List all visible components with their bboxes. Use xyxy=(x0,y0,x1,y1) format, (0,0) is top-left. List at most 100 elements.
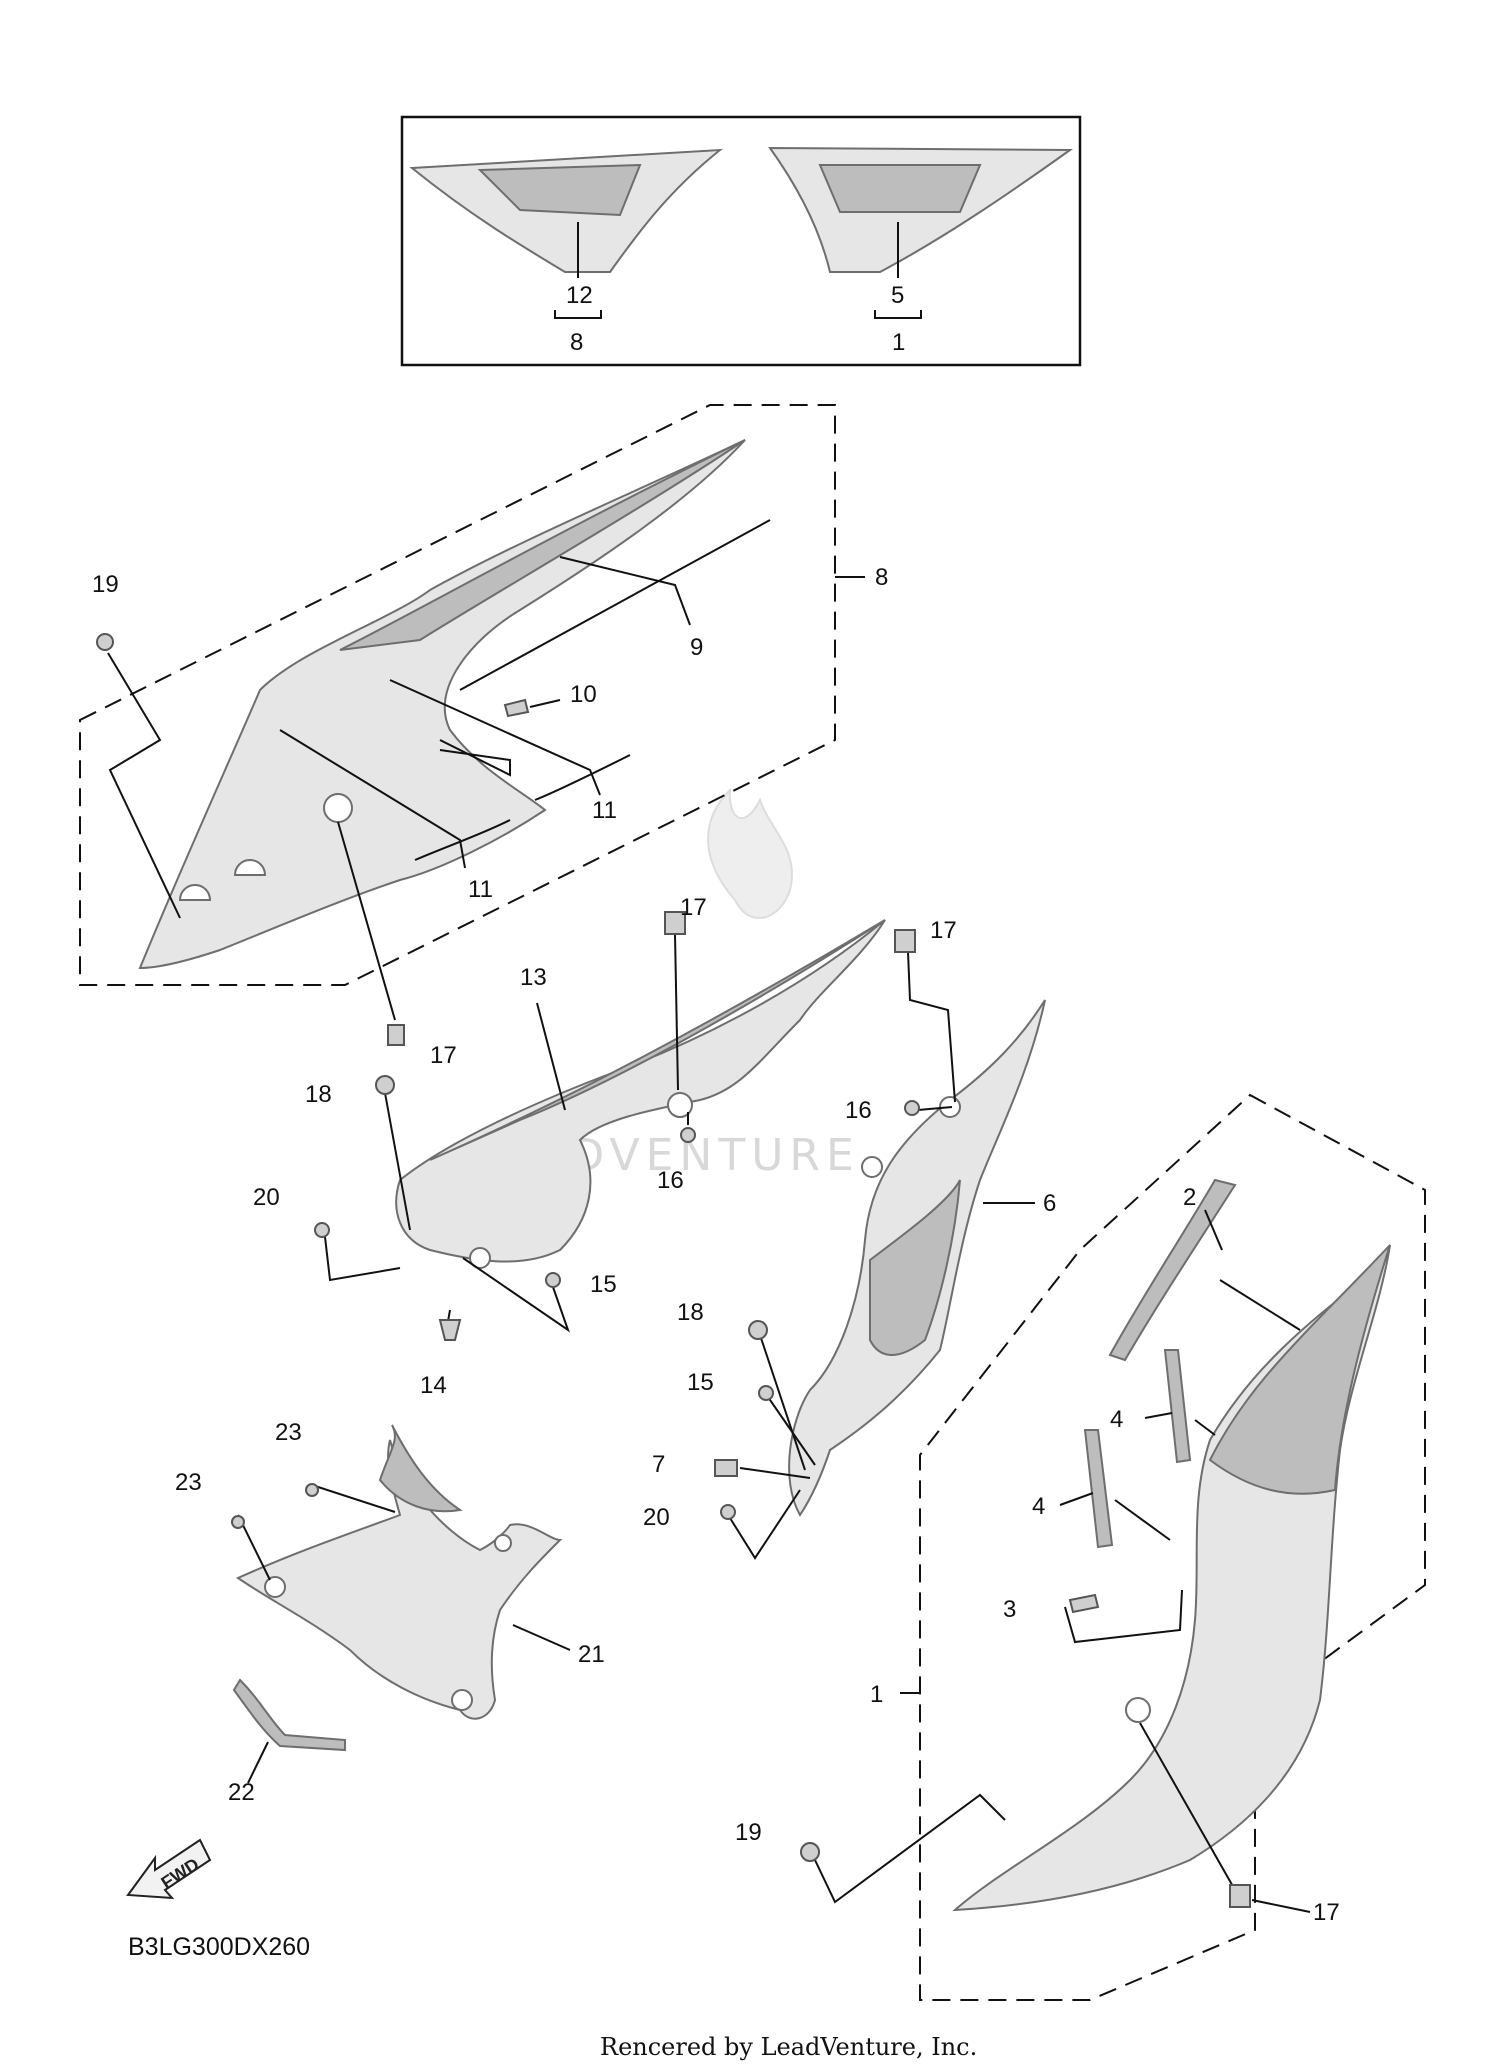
callout-15-b: 15 xyxy=(687,1369,714,1396)
inner-panel-13-hole-b xyxy=(469,1247,491,1269)
diagram-code: B3LG300DX260 xyxy=(128,1933,310,1961)
callout-23-b: 23 xyxy=(175,1469,202,1496)
callout-1-inset: 1 xyxy=(892,329,905,356)
callout-16-a: 16 xyxy=(657,1167,684,1194)
decal-right-stripe xyxy=(818,164,982,213)
callout-19-top: 19 xyxy=(92,571,119,598)
leader-20-a xyxy=(324,1236,401,1282)
callout-8-inset: 8 xyxy=(570,329,583,356)
callout-17-a: 17 xyxy=(430,1042,457,1069)
leader-18-a xyxy=(384,1092,411,1231)
under-panel-21-flap xyxy=(378,1424,463,1513)
fastener-16-b xyxy=(904,1100,920,1116)
clip-3 xyxy=(1068,1593,1100,1614)
leader-17-bottom-b xyxy=(1251,1899,1311,1913)
leader-17-c xyxy=(907,951,956,1103)
callout-16-b: 16 xyxy=(845,1097,872,1124)
leader-9 xyxy=(559,556,691,626)
leader-7 xyxy=(739,1467,811,1479)
callout-4-b: 4 xyxy=(1032,1493,1045,1520)
bracket-5-1 xyxy=(874,310,922,319)
callout-17-b: 17 xyxy=(680,894,707,921)
callout-9: 9 xyxy=(690,634,703,661)
upper-cowling-group: 19 8 9 10 11 11 17 xyxy=(79,404,888,1069)
trim-strip-2 xyxy=(1108,1178,1237,1362)
callout-18-a: 18 xyxy=(305,1081,332,1108)
leader-4a xyxy=(1144,1412,1173,1419)
trim-strip-11a xyxy=(534,754,631,801)
callout-6: 6 xyxy=(1043,1190,1056,1217)
leader-17-a xyxy=(337,821,396,1021)
callout-17-c: 17 xyxy=(930,917,957,944)
leader-2b xyxy=(1219,1279,1301,1331)
trim-strip-9 xyxy=(459,519,771,691)
leader-17-bottom xyxy=(1139,1722,1236,1891)
inset-frame xyxy=(400,115,1082,367)
fastener-20-b xyxy=(720,1504,736,1520)
leader-11a xyxy=(389,679,601,796)
fastener-16-a xyxy=(680,1127,696,1143)
decal-inset: 12 8 5 1 xyxy=(400,115,1082,367)
callout-5: 5 xyxy=(891,282,904,309)
footer-credit: Rencered by LeadVenture, Inc. xyxy=(600,2033,977,2061)
lower-cowling-shade xyxy=(1208,1244,1391,1495)
lower-cowling-hole xyxy=(1125,1697,1151,1723)
trim-strip-4a xyxy=(1163,1349,1192,1464)
callout-19-bottom: 19 xyxy=(735,1819,762,1846)
leader-20-b xyxy=(729,1489,801,1560)
leader-11b xyxy=(279,729,466,869)
leader-15-b xyxy=(767,1396,816,1466)
bracket-9 xyxy=(439,739,511,777)
clip-10 xyxy=(503,698,530,718)
leader-19-top xyxy=(107,652,181,919)
fastener-23-a xyxy=(305,1483,319,1497)
fastener-17-c xyxy=(894,929,916,953)
callout-20-a: 20 xyxy=(253,1184,280,1211)
leader-23-a xyxy=(309,1483,396,1513)
fastener-23-b xyxy=(231,1515,245,1529)
inner-panel-13-hole-a xyxy=(667,1092,693,1118)
callout-23-a: 23 xyxy=(275,1419,302,1446)
fastener-19-top xyxy=(96,633,114,651)
fastener-17-bottom xyxy=(1229,1884,1251,1908)
leader-19-bottom xyxy=(814,1793,1006,1904)
upper-cowling-trim xyxy=(339,439,746,651)
leader-13 xyxy=(536,1002,566,1111)
inner-panel-13-edge xyxy=(429,919,886,1161)
callout-7: 7 xyxy=(652,1451,665,1478)
upper-cowling-cutout-1 xyxy=(178,884,212,901)
side-panel-6-inner xyxy=(869,1179,961,1356)
upper-cowling-hole xyxy=(323,793,353,823)
leader-2 xyxy=(1204,1209,1223,1251)
leader-21 xyxy=(512,1624,571,1651)
fastener-19-bottom xyxy=(800,1842,820,1862)
fastener-18-a xyxy=(375,1075,395,1095)
group-8-dashed-outline xyxy=(79,404,836,986)
callout-13: 13 xyxy=(520,964,547,991)
trim-strip-4b xyxy=(1083,1429,1114,1549)
bracket-12-8 xyxy=(554,310,602,319)
under-panel-21-hole-a xyxy=(264,1576,286,1598)
watermark-flame-icon xyxy=(707,787,793,920)
trim-strip-22 xyxy=(232,1678,346,1752)
fastener-14 xyxy=(438,1319,462,1341)
callout-20-b: 20 xyxy=(643,1504,670,1531)
leader-4b-b xyxy=(1114,1499,1171,1541)
callout-12: 12 xyxy=(566,282,593,309)
inner-panel-13 xyxy=(395,919,886,1263)
leader-3 xyxy=(1064,1589,1183,1644)
inner-panel-13-group: 17 13 18 16 20 15 14 xyxy=(253,894,886,1399)
callout-18-b: 18 xyxy=(677,1299,704,1326)
callout-10: 10 xyxy=(570,681,597,708)
callout-17-bottom: 17 xyxy=(1313,1899,1340,1926)
group-1-dashed-outline xyxy=(919,1093,1426,2001)
callout-15-a: 15 xyxy=(590,1271,617,1298)
callout-11-b: 11 xyxy=(468,876,493,903)
fastener-15-a xyxy=(545,1272,561,1288)
lower-cowling-group: 2 4 4 3 1 19 17 xyxy=(735,1093,1426,2001)
under-panel-21-group: 23 23 21 22 xyxy=(175,1419,605,1806)
under-panel-21-hole-c xyxy=(494,1534,512,1552)
callout-4-a: 4 xyxy=(1110,1406,1123,1433)
fastener-17-b xyxy=(664,911,686,935)
